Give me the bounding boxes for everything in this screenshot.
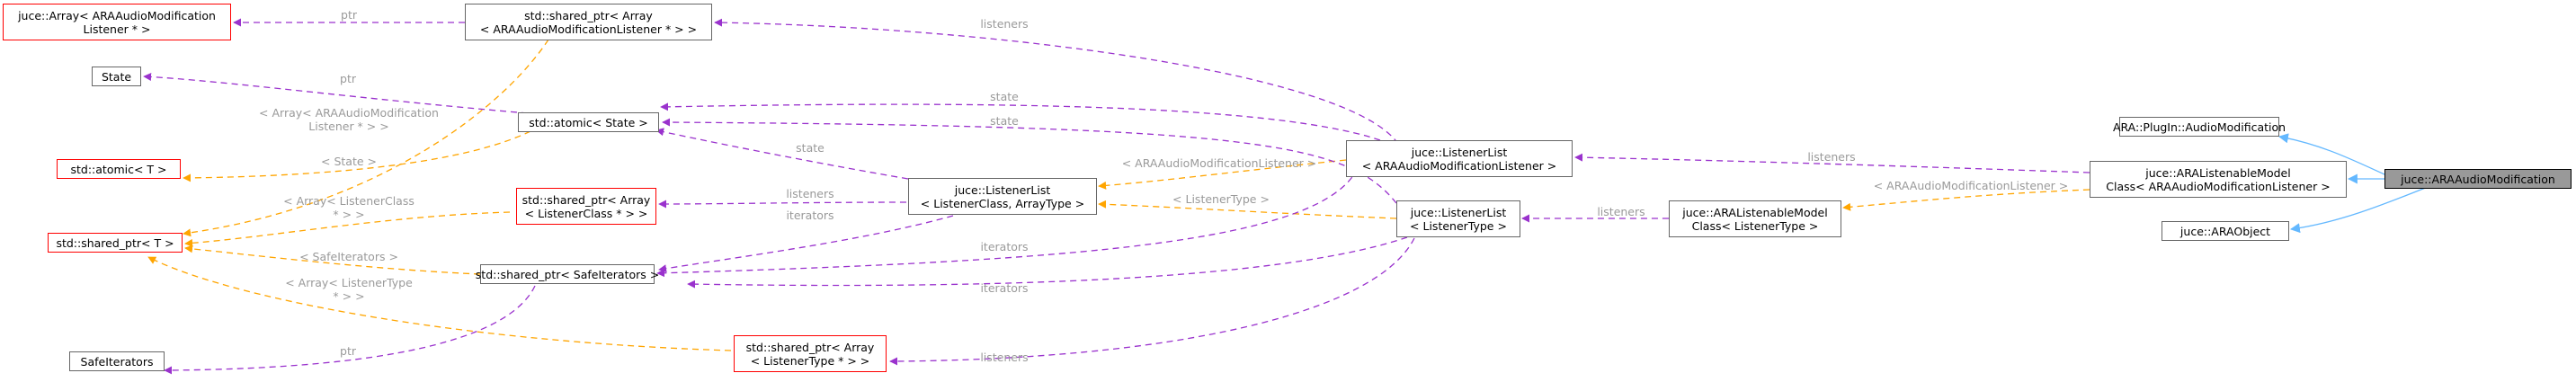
node-line: std::shared_ptr< SafeIterators > bbox=[475, 267, 660, 281]
edge-label: state bbox=[990, 90, 1019, 103]
node-listenerlist-amod[interactable]: juce::ListenerList < ARAAudioModificatio… bbox=[1346, 140, 1573, 177]
node-line: < ListenerClass, ArrayType > bbox=[920, 196, 1085, 210]
edge-label: iterators bbox=[980, 281, 1029, 295]
node-line: juce::ARAAudioModification bbox=[2401, 172, 2555, 186]
node-line: std::shared_ptr< Array bbox=[521, 192, 651, 207]
node-juce-ara-audiomodification[interactable]: juce::ARAAudioModification bbox=[2384, 169, 2572, 189]
node-line: std::atomic< State > bbox=[529, 115, 648, 129]
edge-ptr-safeiterators bbox=[164, 285, 536, 375]
node-line: juce::ListenerList bbox=[1411, 145, 1508, 159]
edge-tmpl-atomic-state bbox=[183, 130, 531, 182]
edge-label: listeners bbox=[980, 351, 1029, 364]
node-line: std::shared_ptr< Array bbox=[745, 340, 875, 354]
edge-label: ptr bbox=[340, 344, 356, 358]
edge-label: iterators bbox=[786, 209, 834, 222]
node-sp-array-listenertype[interactable]: std::shared_ptr< Array < ListenerType * … bbox=[734, 335, 887, 372]
node-ara-listenable-model-amod[interactable]: juce::ARAListenableModel Class< ARAAudio… bbox=[2090, 161, 2347, 198]
edge-tmpl-listenable-model bbox=[1842, 189, 2090, 211]
node-safeiterators[interactable]: SafeIterators bbox=[69, 351, 165, 371]
edge-inherit-ara-object bbox=[2289, 186, 2429, 234]
edge-label: listeners bbox=[980, 17, 1029, 31]
edge-tmpl-sp-listenerclass bbox=[184, 211, 511, 247]
edge-label: listeners bbox=[1807, 150, 1856, 164]
edge-state-listenerlist-amod bbox=[660, 102, 1381, 141]
edge-label: state bbox=[990, 114, 1019, 128]
node-line: < ARAAudioModificationListener > bbox=[1361, 158, 1557, 173]
edge-iterators-listenerlist-class bbox=[658, 215, 954, 273]
edge-iterators-listenerlist-type bbox=[687, 236, 1408, 289]
node-line: std::atomic< T > bbox=[70, 162, 167, 176]
node-line: juce::ARAListenableModel bbox=[1682, 205, 1828, 219]
edge-label-line: < Array< ListenerClass bbox=[283, 194, 414, 208]
node-ara-object[interactable]: juce::ARAObject bbox=[2162, 221, 2289, 241]
node-line: < ARAAudioModificationListener * > > bbox=[479, 22, 698, 36]
node-sp-safeiterators[interactable]: std::shared_ptr< SafeIterators > bbox=[476, 264, 659, 284]
edge-listeners-sp-array-amod bbox=[714, 18, 1399, 145]
node-line: juce::Array< ARAAudioModification bbox=[18, 8, 216, 22]
node-juce-array-amod-listener[interactable]: juce::Array< ARAAudioModification Listen… bbox=[3, 4, 231, 40]
edge-tmpl-sp-safeiterators bbox=[184, 244, 481, 275]
edge-label: listeners bbox=[786, 187, 834, 200]
node-line: Class< ListenerType > bbox=[1691, 218, 1819, 233]
node-sp-array-amod-listener[interactable]: std::shared_ptr< Array < ARAAudioModific… bbox=[465, 4, 712, 40]
edge-label-line: < Array< ARAAudioModification bbox=[259, 106, 439, 120]
node-line: < ListenerType > bbox=[1410, 218, 1507, 233]
edge-label: listeners bbox=[1597, 205, 1645, 218]
edge-state-listenerlist-class bbox=[655, 128, 909, 180]
node-listenerlist-class[interactable]: juce::ListenerList < ListenerClass, Arra… bbox=[908, 178, 1097, 215]
edge-label: < ARAAudioModificationListener > bbox=[1121, 156, 1317, 170]
edge-label: iterators bbox=[980, 240, 1029, 253]
edge-state-listenerlist-type bbox=[662, 118, 1397, 204]
edge-label-line: Listener * > > bbox=[308, 120, 389, 133]
node-line: std::shared_ptr< Array bbox=[524, 8, 653, 22]
edge-label: < State > bbox=[321, 155, 377, 168]
edge-label: < SafeIterators > bbox=[299, 250, 398, 263]
node-line: Class< ARAAudioModificationListener > bbox=[2106, 179, 2331, 193]
node-atomic-t[interactable]: std::atomic< T > bbox=[57, 159, 181, 179]
node-line: SafeIterators bbox=[80, 354, 154, 369]
node-line: Listener * > bbox=[83, 22, 151, 36]
node-line: juce::ListenerList bbox=[954, 182, 1051, 197]
node-line: < ListenerClass * > > bbox=[524, 206, 648, 220]
edge-tmpl-listenerlist-class-1 bbox=[1098, 159, 1347, 190]
node-atomic-state[interactable]: std::atomic< State > bbox=[518, 112, 659, 132]
node-ara-plugin-audiomodification[interactable]: ARA::PlugIn::AudioModification bbox=[2113, 117, 2286, 137]
node-line: juce::ARAListenableModel bbox=[2145, 165, 2291, 180]
node-line: ARA::PlugIn::AudioModification bbox=[2112, 120, 2286, 134]
node-ara-listenable-model-type[interactable]: juce::ARAListenableModel Class< Listener… bbox=[1669, 200, 1841, 237]
edge-tmpl-listenerlist-class-2 bbox=[1098, 200, 1397, 219]
edge-listeners-listenerlist-amod bbox=[1574, 153, 2090, 173]
node-shared-ptr-t[interactable]: std::shared_ptr< T > bbox=[48, 233, 183, 253]
edge-label: < ARAAudioModificationListener > bbox=[1873, 179, 2069, 192]
node-line: std::shared_ptr< T > bbox=[56, 235, 174, 250]
node-listenerlist-type[interactable]: juce::ListenerList < ListenerType > bbox=[1396, 200, 1520, 237]
node-sp-array-listenerclass[interactable]: std::shared_ptr< Array < ListenerClass *… bbox=[516, 188, 656, 225]
edge-label-line: < Array< ListenerType bbox=[285, 276, 413, 289]
edge-label-line: * > > bbox=[333, 208, 365, 221]
edge-label: state bbox=[796, 141, 824, 155]
edge-label: < ListenerType > bbox=[1172, 192, 1270, 206]
edge-tmpl-sp-array-amod bbox=[183, 39, 549, 237]
edge-iterators-listenerlist-amod bbox=[656, 167, 1359, 278]
edge-label-line: * > > bbox=[333, 289, 365, 303]
node-line: < ListenerType * > > bbox=[750, 353, 870, 368]
edge-label: < Array< ARAAudioModification Listener *… bbox=[259, 106, 439, 133]
edge-label: < Array< ListenerClass * > > bbox=[283, 194, 414, 221]
node-line: State bbox=[101, 69, 132, 84]
edge-listeners-sp-listenerclass bbox=[658, 200, 907, 209]
edge-tmpl-sp-listenertype bbox=[147, 256, 732, 351]
node-line: juce::ListenerList bbox=[1410, 205, 1507, 219]
node-line: juce::ARAObject bbox=[2179, 224, 2271, 238]
edge-label: < Array< ListenerType * > > bbox=[285, 276, 413, 303]
edge-label: ptr bbox=[340, 72, 356, 85]
edge-ptr-state bbox=[143, 72, 529, 114]
node-state[interactable]: State bbox=[92, 67, 141, 86]
edge-label: ptr bbox=[341, 8, 357, 22]
edge-listeners-sp-listenertype bbox=[889, 237, 1415, 366]
